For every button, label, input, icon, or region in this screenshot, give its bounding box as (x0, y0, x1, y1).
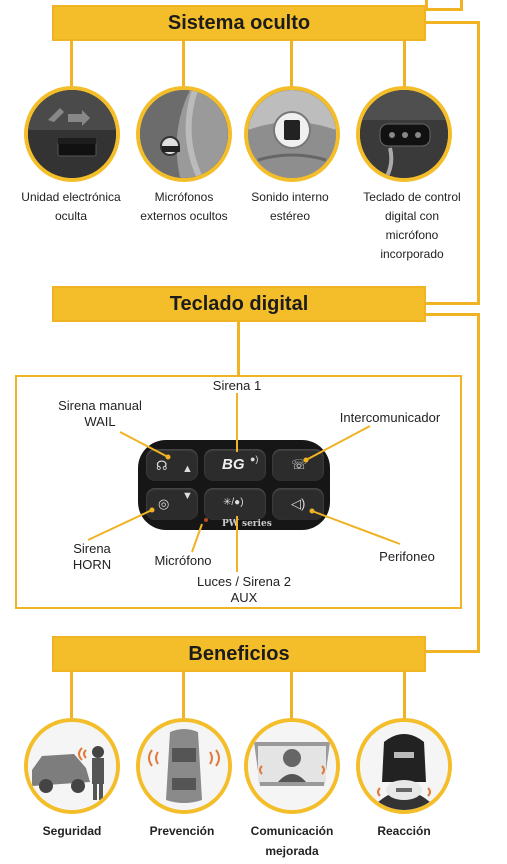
connector-down (403, 40, 406, 90)
hidden-unit-icon (24, 86, 120, 182)
connector-right-loop-4 (425, 650, 480, 653)
label-sirena1: Sirena 1 (212, 378, 262, 393)
connector-down (403, 671, 406, 721)
wail-siren-icon: ☊ (156, 458, 168, 473)
caption-sonido: Sonido interno estéreo (251, 190, 329, 223)
caption-seguridad: Seguridad (42, 824, 102, 838)
connector-top-right (460, 0, 463, 10)
section-beneficios: Beneficios (52, 636, 426, 672)
communication-icon (244, 718, 340, 814)
connector-down (237, 321, 240, 377)
reaction-icon (356, 718, 452, 814)
label-luces: Luces / Sirena 2 AUX (184, 574, 304, 606)
horn-key[interactable] (146, 488, 198, 520)
lights-aux-icon: ✳/●) (223, 497, 244, 508)
section-sistema-oculto: Sistema oculto (52, 5, 426, 41)
section-teclado-digital: Teclado digital (52, 286, 426, 322)
connector-down (70, 40, 73, 90)
caption-prevencion: Prevención (149, 824, 215, 838)
caption-unidad: Unidad electrónica oculta (21, 190, 121, 223)
label-horn-text: Sirena HORN (72, 541, 112, 572)
wail-up-arrow-icon: ▲ (182, 463, 193, 475)
perifoneo-key[interactable] (272, 488, 324, 520)
connector-right-vertical-2 (477, 313, 480, 653)
horn-icon: ◎ (158, 496, 170, 511)
section-title: Teclado digital (169, 292, 309, 315)
brand-key[interactable] (204, 449, 266, 481)
connector-right-loop-3 (425, 313, 480, 316)
keypad-icon (356, 86, 452, 182)
loudspeaker-icon: ◁) (291, 496, 306, 511)
connector-down (290, 671, 293, 721)
label-luces-text: Luces / Sirena 2 AUX (197, 574, 291, 605)
caption-teclado: Teclado de control digital con micrófono… (363, 190, 461, 261)
security-icon (24, 718, 120, 814)
intercom-icon: ☏ (291, 457, 308, 472)
label-wail: Sirena manual WAIL (58, 398, 142, 430)
microphone-dot (204, 518, 208, 522)
connector-right-loop-2 (425, 302, 480, 305)
sound-wave-icon: ●) (250, 454, 259, 464)
caption-microfonos: Micrófonos externos ocultos (140, 190, 228, 223)
connector-down (70, 671, 73, 721)
wail-key[interactable] (146, 449, 198, 481)
keypad-frame (15, 375, 462, 609)
caption-comunicacion: Comunicación mejorada (250, 824, 334, 858)
connector-down (290, 40, 293, 90)
connector-down (182, 671, 185, 721)
horn-down-arrow-icon: ▼ (182, 490, 193, 502)
section-title: Sistema oculto (167, 11, 311, 34)
label-intercom: Intercomunicador (339, 410, 441, 425)
connector-right-vertical (477, 21, 480, 305)
external-microphone-icon (136, 86, 232, 182)
caption-reaccion: Reacción (377, 824, 431, 838)
connector-right-horizontal (425, 8, 463, 11)
label-wail-text: Sirena manual WAIL (58, 398, 142, 429)
label-mic: Micrófono (154, 553, 212, 568)
section-title: Beneficios (188, 642, 290, 665)
series-badge: PW series (222, 519, 272, 529)
brand-logo: BG (222, 456, 245, 473)
lights-key[interactable] (204, 488, 266, 520)
label-perifoneo: Perifoneo (379, 549, 435, 564)
stereo-speaker-icon (244, 86, 340, 182)
label-horn: Sirena HORN (60, 541, 124, 573)
connector-right-loop (425, 21, 480, 24)
connector-top (425, 0, 428, 8)
connector-down (182, 40, 185, 90)
prevention-icon (136, 718, 232, 814)
